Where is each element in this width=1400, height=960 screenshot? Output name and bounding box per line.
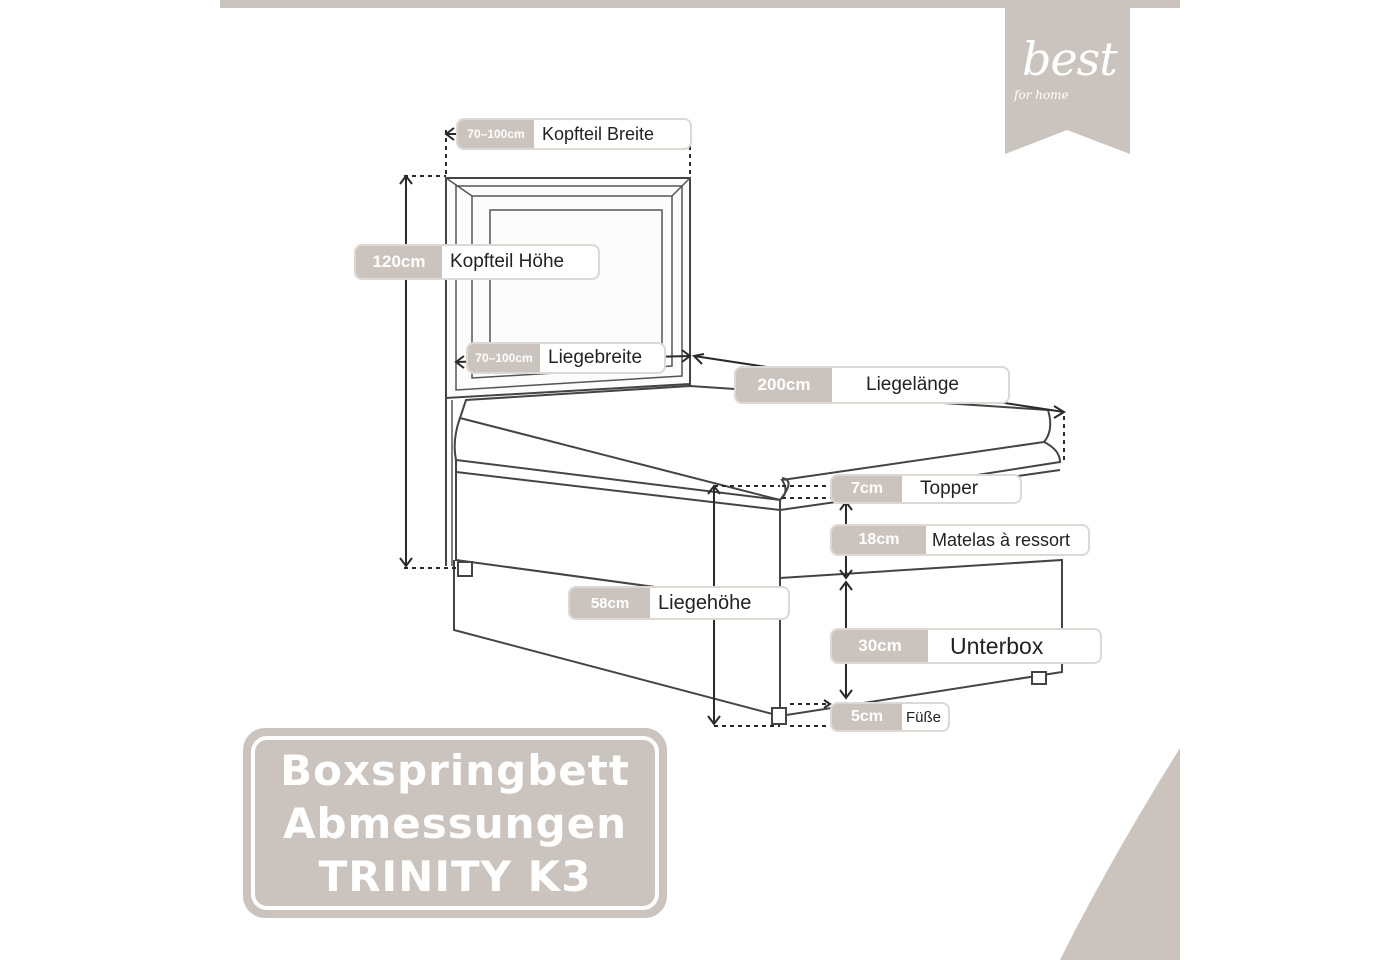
label-topper: 7cm Topper <box>830 474 1022 504</box>
kopfteil-breite-value: 70–100cm <box>458 120 534 148</box>
label-liegehoehe: 58cm Liegehöhe <box>568 586 790 620</box>
unterbox-value: 30cm <box>832 630 928 662</box>
matelas-value: 18cm <box>832 526 926 554</box>
liegehoehe-value: 58cm <box>570 588 650 618</box>
brand-logo-text: best <box>1022 32 1118 86</box>
matelas-label: Matelas à ressort <box>932 529 1071 550</box>
label-liegelaenge: 200cm Liegelänge <box>734 366 1010 404</box>
liegebreite-label: Liegebreite <box>548 347 643 368</box>
fuesse-label: Füße <box>906 708 942 726</box>
kopfteil-hoehe-value: 120cm <box>356 246 442 278</box>
brand-logo-subtext: for home <box>1014 88 1069 102</box>
liegelaenge-value: 200cm <box>736 368 832 402</box>
title-line-3: TRINITY K3 <box>318 851 592 901</box>
title-box: Boxspringbett Abmessungen TRINITY K3 <box>243 728 667 918</box>
title-line-1: Boxspringbett <box>280 745 630 795</box>
label-liegebreite: 70–100cm Liegebreite <box>466 342 666 374</box>
kopfteil-hoehe-label: Kopfteil Höhe <box>450 251 565 272</box>
topper-value: 7cm <box>832 476 902 502</box>
title-line-2: Abmessungen <box>282 798 628 848</box>
label-kopfteil-breite: 70–100cm Kopfteil Breite <box>456 118 692 150</box>
label-kopfteil-hoehe: 120cm Kopfteil Höhe <box>354 244 600 280</box>
unterbox-label: Unterbox <box>950 632 1044 659</box>
label-fuesse: 5cm Füße <box>830 702 950 732</box>
mattress-drawing <box>453 384 1063 725</box>
label-matelas: 18cm Matelas à ressort <box>830 524 1090 556</box>
liegebreite-value: 70–100cm <box>468 344 540 372</box>
liegelaenge-label: Liegelänge <box>866 374 959 395</box>
brand-logo-badge <box>1005 8 1130 154</box>
corner-arc-decoration <box>1060 748 1180 960</box>
topper-label: Topper <box>920 478 979 499</box>
title-box-inner: Boxspringbett Abmessungen TRINITY K3 <box>251 736 659 910</box>
liegehoehe-label: Liegehöhe <box>658 591 752 614</box>
top-border-bar <box>220 0 1180 8</box>
kopfteil-breite-label: Kopfteil Breite <box>542 123 655 144</box>
label-unterbox: 30cm Unterbox <box>830 628 1102 664</box>
fuesse-value: 5cm <box>832 704 902 730</box>
